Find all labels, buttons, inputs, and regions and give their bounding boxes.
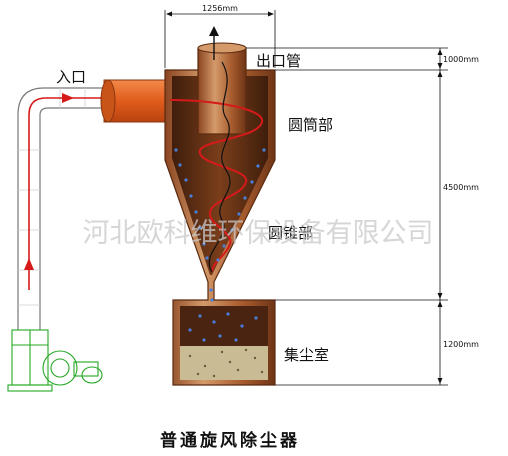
label-dust-chamber: 集尘室 <box>284 346 329 364</box>
diagram-caption: 普通旋风除尘器 <box>160 430 300 451</box>
dim-cylinder-cone-height: 4500mm <box>443 183 479 192</box>
dust-pile-speckles <box>188 348 264 378</box>
watermark: 河北欧科维环保设备有限公司 <box>83 218 434 249</box>
inlet-duct <box>17 87 108 330</box>
fan <box>7 329 103 392</box>
outer-vortex <box>169 99 263 273</box>
label-inlet: 入口 <box>56 68 86 86</box>
inlet-pipe-mouth <box>100 79 116 123</box>
dim-top-width: 1256mm <box>202 4 238 13</box>
outlet-pipe <box>197 47 247 135</box>
outlet-arrow-head <box>209 26 219 36</box>
inlet-arrow-head <box>62 93 74 103</box>
up-flow-arrow <box>24 258 34 270</box>
dimension-lines <box>164 10 448 386</box>
outlet-pipe-top <box>197 42 247 54</box>
label-cylinder: 圆筒部 <box>288 116 333 134</box>
label-outlet-pipe: 出口管 <box>256 52 301 70</box>
dim-outlet-height: 1000mm <box>443 55 479 64</box>
label-cone: 圆锥部 <box>268 224 313 242</box>
inner-vortex <box>208 61 231 273</box>
dust-particles <box>174 148 266 342</box>
dim-chamber-height: 1200mm <box>443 340 479 349</box>
dust-pile <box>180 346 268 380</box>
